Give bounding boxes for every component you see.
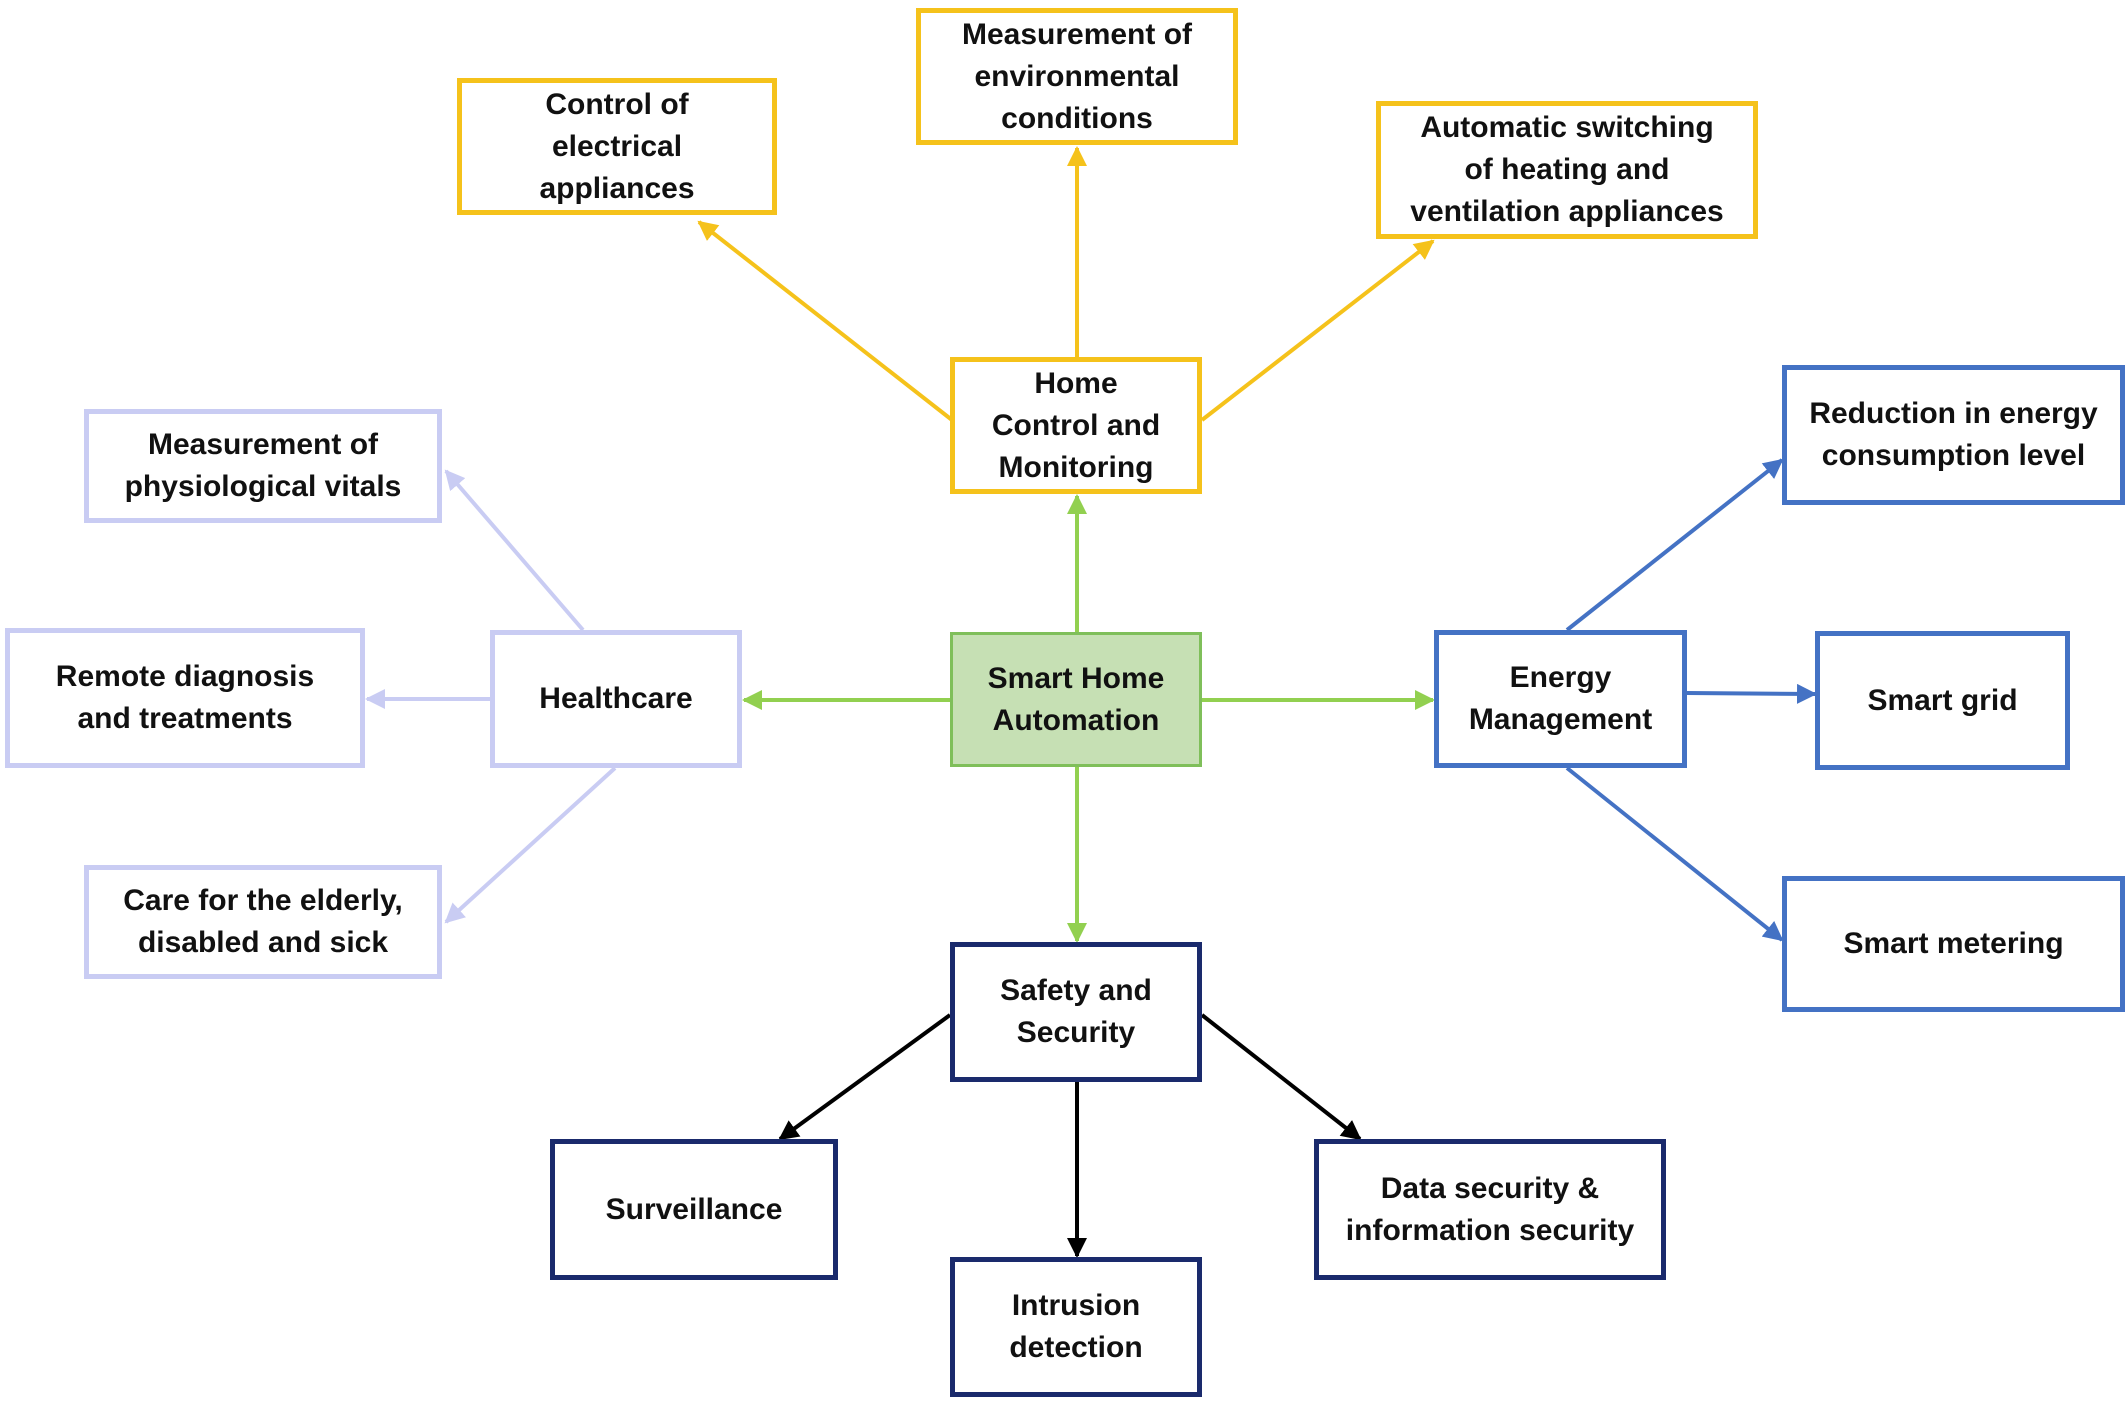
- node-label: Intrusion detection: [1009, 1289, 1143, 1364]
- edge-healthcare-to-vitals: [444, 469, 585, 632]
- node-label: Data security & information security: [1345, 1171, 1635, 1247]
- node-smart-grid: Smart grid: [1815, 631, 2070, 770]
- node-label: Smart metering: [1843, 927, 2064, 960]
- node-label: Control of electrical appliances: [539, 87, 695, 205]
- node-surveillance: Surveillance: [550, 1139, 838, 1280]
- edge-home-control-to-electrical-appliances: [697, 220, 954, 422]
- node-label: Reduction in energy consumption level: [1809, 397, 2098, 472]
- node-safety-and-security: Safety and Security: [950, 942, 1202, 1082]
- edge-home-control-to-heating-ventilation: [1200, 239, 1435, 422]
- node-automatic-switching-of-heating: Automatic switching of heating and venti…: [1376, 101, 1758, 239]
- node-measurement-of-environmental-conditions: Measurement of environmental conditions: [916, 8, 1238, 145]
- node-energy-management: Energy Management: [1434, 630, 1687, 768]
- node-label: Automatic switching of heating and venti…: [1410, 111, 1724, 228]
- node-healthcare: Healthcare: [490, 630, 742, 768]
- node-intrusion-detection: Intrusion detection: [950, 1257, 1202, 1397]
- node-label: Surveillance: [605, 1192, 783, 1226]
- node-label: Healthcare: [539, 682, 693, 715]
- edge-safety-to-surveillance: [778, 1013, 952, 1141]
- node-label: Measurement of physiological vitals: [124, 428, 402, 503]
- edge-energy-to-smart-grid: [1686, 683, 1817, 704]
- node-label: Measurement of environmental conditions: [961, 17, 1193, 135]
- node-label: Smart grid: [1867, 683, 2018, 717]
- node-label: Energy Management: [1468, 661, 1653, 736]
- node-care-for-the-elderly: Care for the elderly, disabled and sick: [84, 865, 442, 979]
- edge-energy-to-reduction: [1565, 458, 1784, 632]
- edge-energy-to-smart-metering: [1565, 766, 1784, 942]
- edge-healthcare-to-elderly-care: [444, 766, 617, 924]
- node-home-control-and-monitoring: Home Control and Monitoring: [950, 357, 1202, 494]
- node-smart-metering: Smart metering: [1782, 876, 2125, 1012]
- node-remote-diagnosis-and-treatments: Remote diagnosis and treatments: [5, 628, 365, 768]
- node-label: Care for the elderly, disabled and sick: [123, 884, 403, 959]
- node-smart-home-automation: Smart Home Automation: [950, 632, 1202, 767]
- node-label: Safety and Security: [1000, 974, 1152, 1049]
- node-label: Remote diagnosis and treatments: [55, 660, 315, 735]
- node-label: Smart Home Automation: [987, 661, 1165, 737]
- node-data-security-and-information-security: Data security & information security: [1314, 1139, 1666, 1280]
- node-label: Home Control and Monitoring: [991, 366, 1161, 484]
- edge-safety-to-data-security: [1200, 1013, 1362, 1141]
- node-reduction-in-energy-consumption: Reduction in energy consumption level: [1782, 365, 2125, 505]
- node-measurement-of-physiological-vitals: Measurement of physiological vitals: [84, 409, 442, 523]
- node-control-of-electrical-appliances: Control of electrical appliances: [457, 78, 777, 215]
